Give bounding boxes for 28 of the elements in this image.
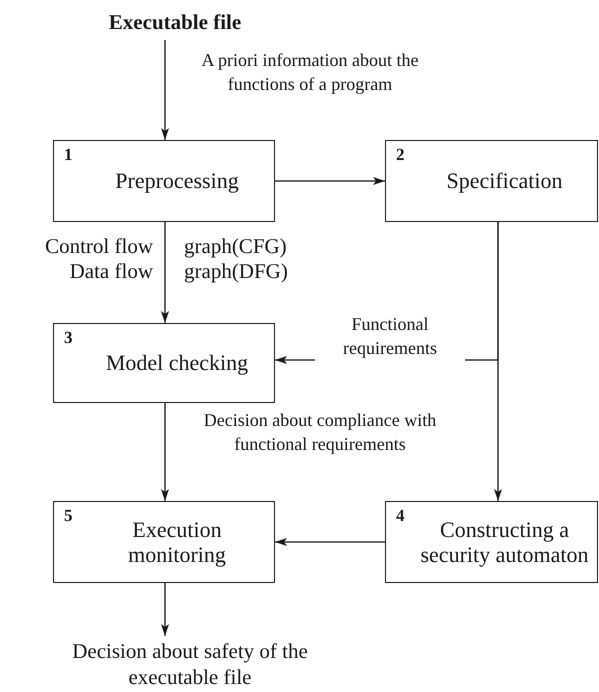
arrow [161,40,169,140]
step-number: 5 [64,507,72,524]
flow-label: graph(DFG) [184,261,289,282]
process-box [53,501,275,583]
output-label: Decision about safety of the executable file [40,636,340,692]
arrow [275,177,385,185]
step-title: Model checking [104,349,250,378]
input-label: Executable file [80,6,270,38]
step-title: Constructing a security automaton [420,516,589,569]
arrow [161,583,169,636]
step-title: Execution monitoring [127,516,227,569]
flow-label: graph(CFG) [184,236,288,257]
flow-label: Control flow [44,236,153,257]
step-number: 1 [64,146,72,163]
flow-label: Data flow [68,261,153,282]
step-title: Specification [445,167,564,196]
step-number: 3 [64,329,72,346]
arrow [161,222,169,323]
process-box [53,140,275,222]
process-box [385,501,598,583]
process-box [385,140,598,222]
arrow [275,538,385,546]
process-box [53,323,275,403]
step-number: 4 [396,507,404,524]
step-number: 2 [396,146,404,163]
arrow [494,222,502,501]
arrow [161,403,169,501]
step-title: Preprocessing [114,167,240,196]
